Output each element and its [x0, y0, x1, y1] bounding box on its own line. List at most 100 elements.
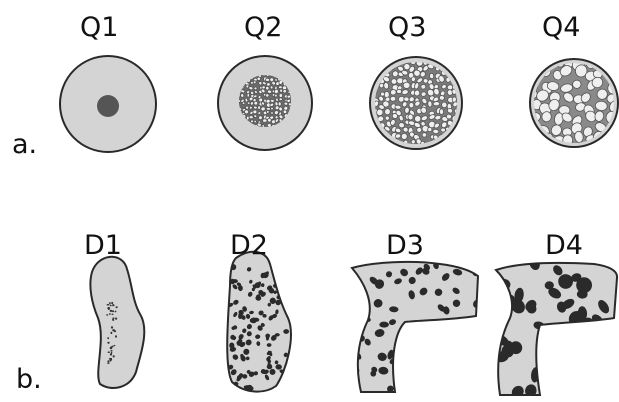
d1-speck [111, 326, 113, 329]
d1-speck [114, 330, 116, 332]
d4-spot [581, 326, 600, 345]
d1-speck [107, 362, 109, 364]
q2-cell [247, 102, 250, 105]
q3-cell [385, 116, 390, 121]
q3-cell [378, 57, 386, 65]
q2-cell [258, 81, 262, 85]
q2-cell [274, 94, 277, 98]
d3-spot [457, 349, 466, 360]
q2-cell [279, 93, 283, 97]
q3-cell [372, 64, 379, 71]
d1-speck [107, 342, 109, 344]
d1-speck [116, 306, 118, 308]
d3-spot [432, 330, 440, 336]
q1-label: Q1 [80, 14, 118, 41]
d2-dot [284, 265, 291, 270]
q3-cell [404, 107, 410, 114]
d3-spot [417, 369, 425, 377]
d1-speck [107, 337, 109, 339]
q2-cell [267, 118, 271, 122]
q3-cell [378, 137, 386, 145]
d1-speck [115, 318, 117, 320]
d3-spot [440, 367, 450, 376]
q2-cell [278, 102, 281, 106]
q2-cell [254, 87, 258, 90]
d3-diagram [347, 261, 484, 393]
q2-cell [271, 111, 274, 114]
d3-spot [408, 327, 419, 338]
q2-cell [253, 106, 257, 110]
d1-speck [110, 359, 112, 361]
d4-spot [558, 362, 577, 381]
d1-label: D1 [84, 232, 122, 259]
d4-bone-outline [496, 263, 617, 395]
d1-speck [110, 310, 112, 312]
q3-cell [441, 128, 446, 132]
d4-spot [603, 331, 614, 341]
q3-cell [404, 97, 409, 102]
q3-cell [383, 82, 389, 89]
q3-cell [403, 82, 410, 88]
q3-cell [453, 141, 459, 147]
d3-spot [424, 379, 434, 389]
q3-cell [433, 101, 440, 106]
d2-dot [275, 270, 280, 276]
d3-spot [350, 280, 360, 289]
d4-spot [609, 338, 619, 351]
d1-speck [106, 314, 108, 316]
q2-cell [279, 98, 282, 101]
d1-speck [111, 346, 113, 348]
q3-cell [372, 59, 377, 66]
d4-spot [593, 359, 603, 368]
q3-cell [433, 129, 439, 134]
d3-spot [418, 364, 430, 376]
q2-cell [250, 101, 254, 105]
q3-cell [395, 105, 402, 110]
d1-speck [114, 345, 116, 346]
d1-speck [115, 311, 117, 313]
q3-cell [376, 109, 383, 117]
q3-cell [451, 64, 457, 70]
d1-speck [109, 313, 111, 315]
q3-cell [446, 57, 453, 64]
q2-cell [270, 99, 275, 103]
d3-spot [423, 320, 435, 332]
q2-cell [240, 93, 244, 97]
q2-cell [247, 93, 249, 97]
q2-cell [266, 107, 270, 110]
q3-cell [439, 109, 443, 115]
d1-speck [112, 304, 114, 306]
d3-spot [466, 362, 476, 371]
q3-cell [429, 73, 434, 79]
q2-cell [257, 77, 261, 81]
q3-cell [453, 133, 459, 140]
d2-dot [278, 285, 284, 289]
d3-spot [446, 330, 459, 343]
q4-cell [604, 133, 619, 149]
d4-spot [608, 338, 617, 353]
d3-spot [432, 366, 440, 373]
q3-cell [373, 133, 379, 139]
d3-spot [438, 361, 443, 366]
q3-cell [420, 84, 426, 89]
q2-cell [278, 86, 282, 89]
q1-trabecular-core [97, 95, 119, 117]
d4-spot [601, 318, 617, 332]
q2-diagram [218, 56, 312, 150]
q2-cell [270, 86, 273, 89]
q2-cell [249, 106, 252, 109]
q2-cell [265, 78, 269, 81]
d1-speck [108, 351, 110, 353]
q3-diagram [369, 56, 462, 149]
d3-spot [447, 351, 459, 362]
d4-spot [601, 378, 618, 394]
d4-spot [565, 346, 582, 361]
q2-cell [253, 110, 257, 114]
d1-speck [110, 350, 112, 352]
q2-cell [287, 95, 291, 99]
d1-speck [107, 304, 110, 306]
d1-bone-outline [90, 257, 144, 388]
q2-label: Q2 [244, 14, 282, 41]
d4-label: D4 [545, 232, 583, 259]
